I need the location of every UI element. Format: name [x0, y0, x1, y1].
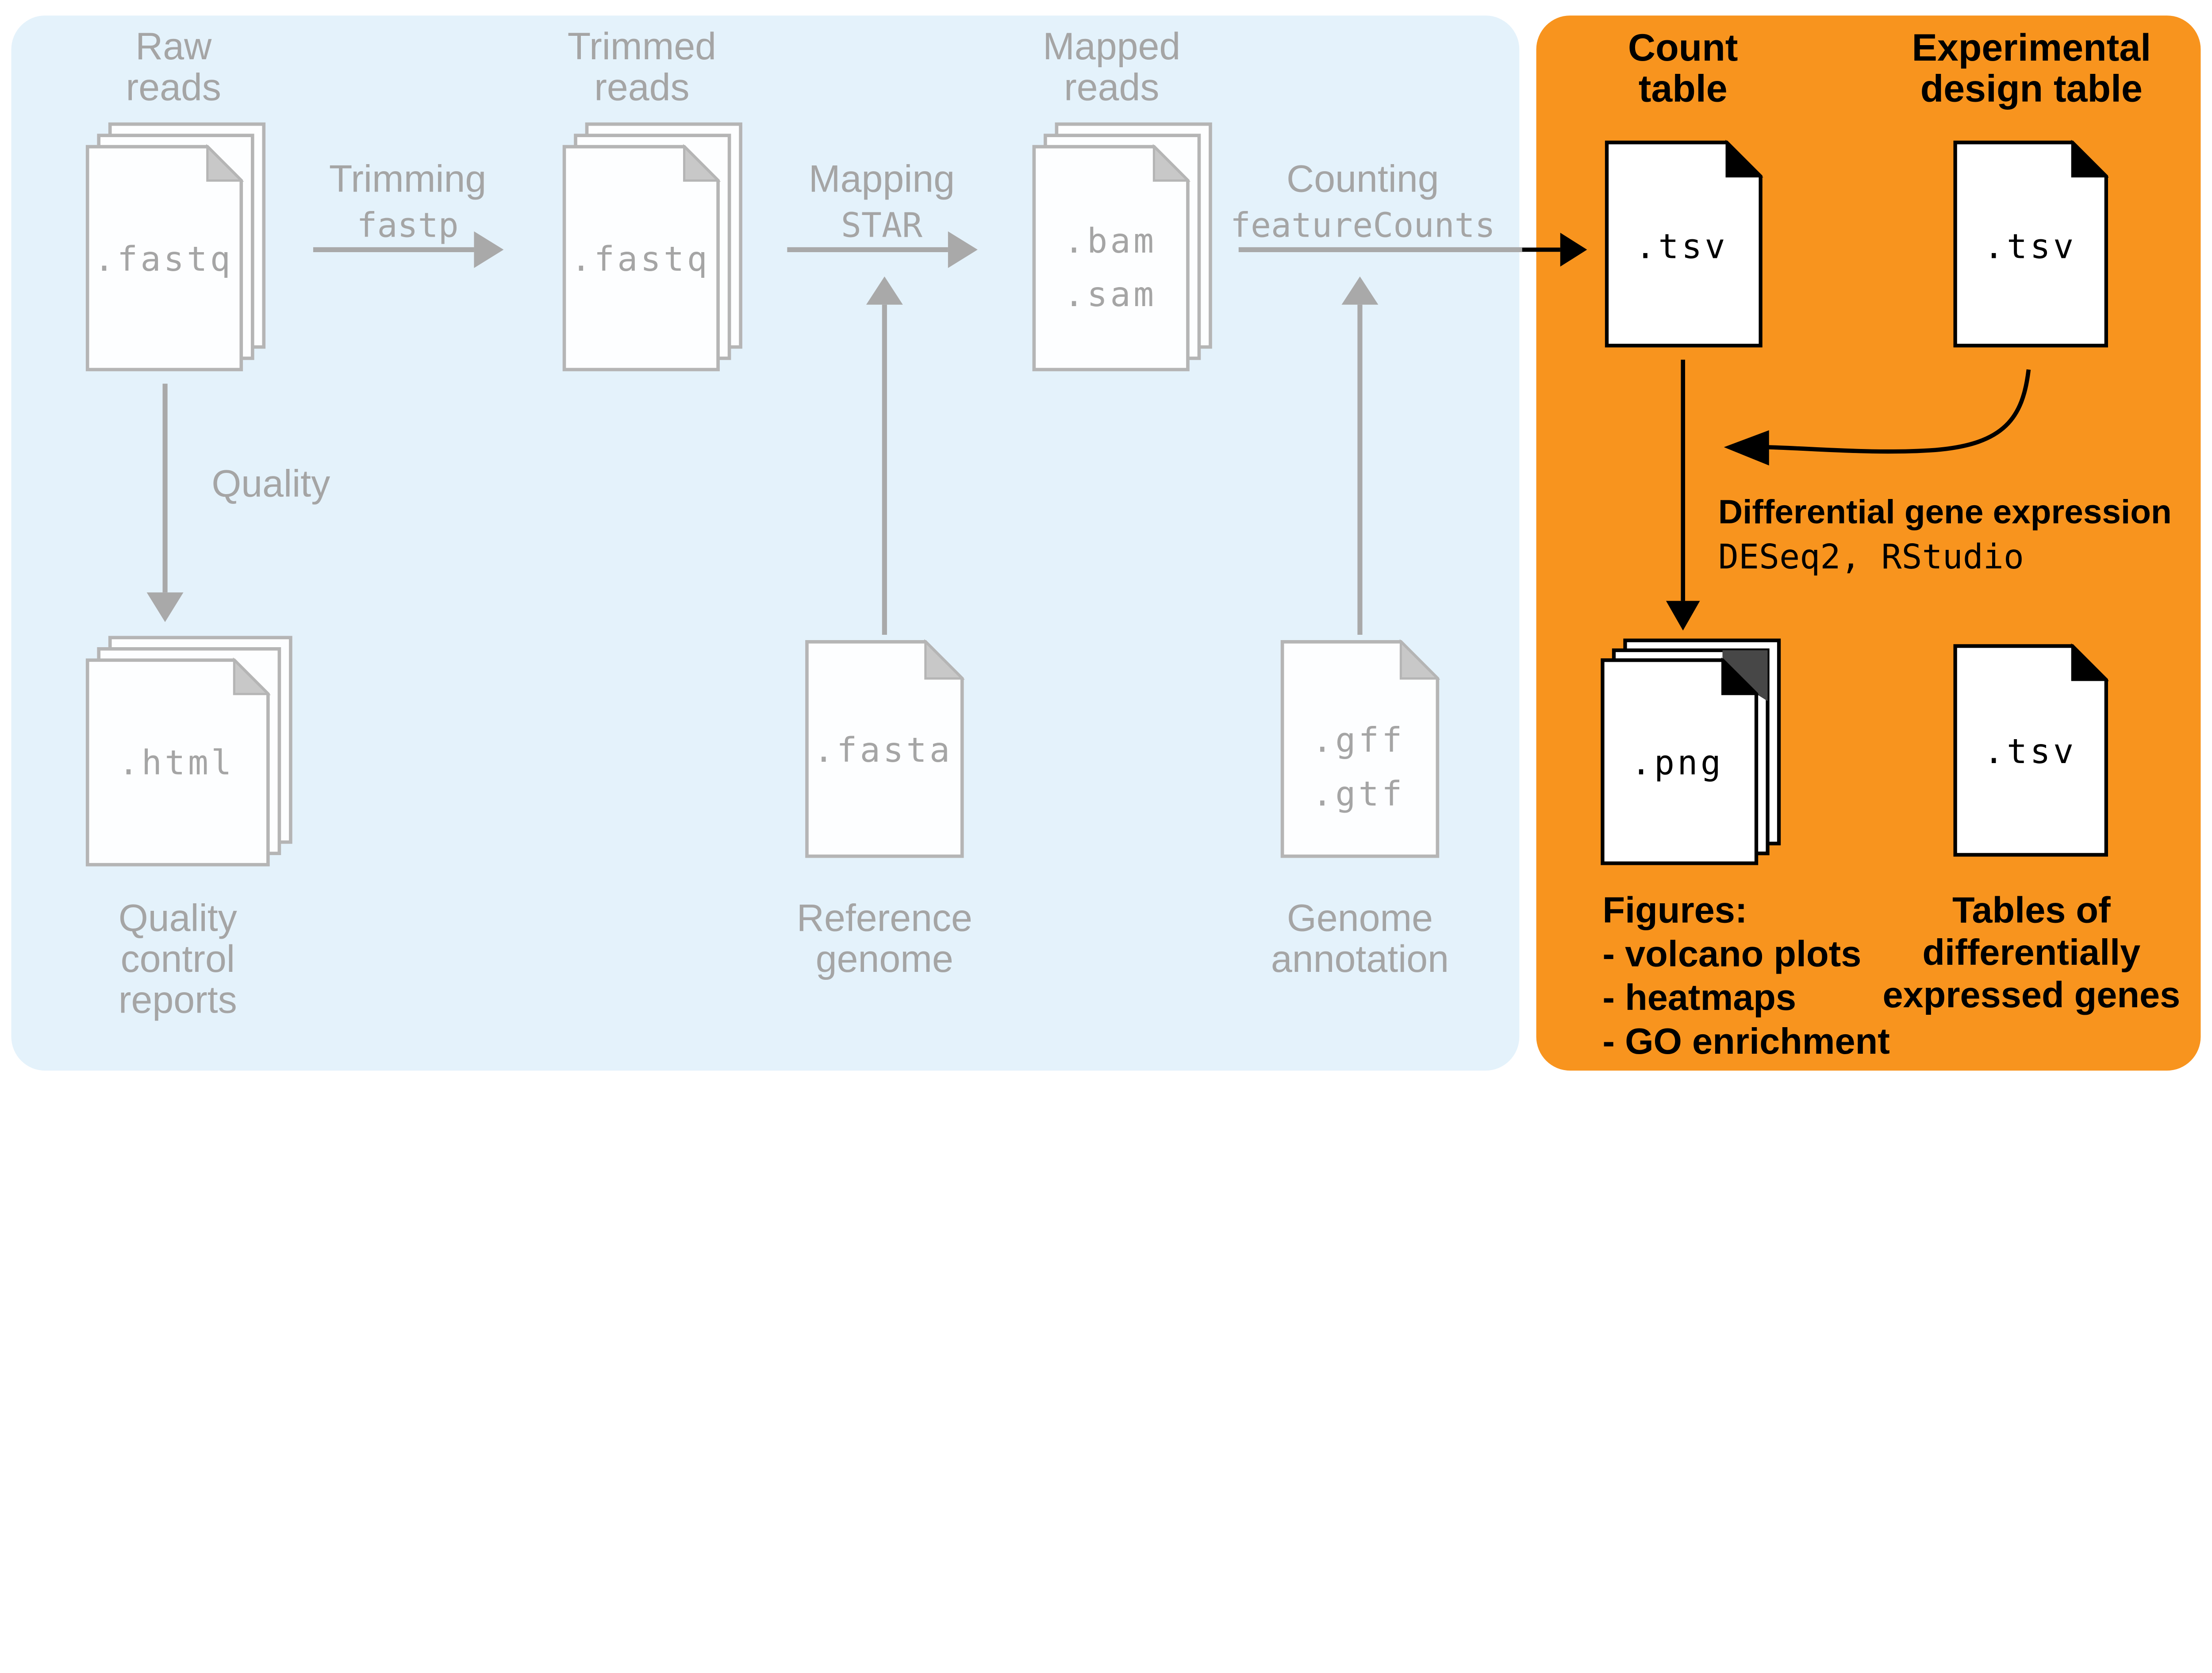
count-table-label-line1: Count — [1628, 27, 1738, 69]
design-table-curved-arrow-icon — [1724, 369, 2031, 466]
fastq-file-stack-icon — [85, 122, 266, 372]
bam-sam-file-stack-icon — [1032, 122, 1212, 372]
mapped-reads-ext2: .sam — [1064, 275, 1157, 315]
reference-genome-ext: .fasta — [814, 731, 953, 770]
raw-reads-label-line2: reads — [126, 66, 221, 108]
dge-tools-label: DESeq2, RStudio — [1718, 537, 2024, 577]
figures-item-2: - heatmaps — [1602, 977, 1796, 1018]
figures-node: .png Figures: - volcano plots - heatmaps… — [1601, 638, 1890, 1062]
reference-genome-arrow-icon — [866, 276, 903, 635]
genome-annotation-node: .gff .gtf Genome annotation — [1271, 276, 1449, 980]
tsv-file-icon — [1953, 643, 2109, 857]
rnaseq-workflow-diagram: Raw reads .fastq Trimming fastp Trimmed … — [11, 15, 2201, 1071]
qc-reports-node: .html Quality control reports — [85, 636, 292, 1021]
count-table-down-arrow-icon — [1666, 360, 1700, 631]
fastq-file-stack-icon — [562, 122, 742, 372]
deg-tables-node: .tsv Tables of differentially expressed … — [1882, 643, 2180, 1015]
dge-step-label: Differential gene expression — [1718, 493, 2172, 531]
figures-ext: .png — [1631, 744, 1724, 783]
gff-gtf-file-icon — [1280, 639, 1440, 858]
quality-step: Quality — [146, 384, 330, 622]
trimming-tool-label: fastp — [357, 206, 458, 246]
trimming-step: Trimming fastp — [313, 158, 504, 268]
png-stack-shadow — [1722, 650, 1768, 701]
raw-reads-label-line1: Raw — [135, 25, 212, 68]
fasta-file-icon — [805, 639, 965, 858]
mapped-reads-ext1: .bam — [1064, 222, 1157, 261]
design-table-ext: .tsv — [1984, 227, 2077, 267]
count-table-node: Count table .tsv — [1605, 27, 1763, 348]
mapped-reads-label-line2: reads — [1064, 66, 1159, 108]
genome-annotation-label-line2: annotation — [1271, 938, 1449, 980]
deg-tables-label-line2: differentially — [1922, 932, 2140, 973]
quality-step-label: Quality — [211, 462, 330, 505]
deg-tables-label-line3: expressed genes — [1882, 974, 2180, 1015]
genome-annotation-arrow-icon — [1341, 276, 1379, 635]
counting-step-label: Counting — [1286, 158, 1439, 200]
raw-reads-ext: .fastq — [94, 240, 234, 279]
reference-genome-label-line1: Reference — [797, 897, 972, 940]
deg-tables-label-line1: Tables of — [1952, 889, 2111, 930]
figures-item-1: - volcano plots — [1602, 933, 1861, 974]
qc-reports-label-line3: reports — [119, 979, 237, 1021]
trimmed-reads-label-line2: reads — [594, 66, 689, 108]
design-table-label-line2: design table — [1920, 68, 2143, 110]
mapped-reads-label-line1: Mapped — [1043, 25, 1180, 68]
qc-reports-ext: .html — [118, 744, 234, 783]
qc-reports-label-line1: Quality — [119, 897, 237, 940]
figures-item-3: - GO enrichment — [1602, 1021, 1889, 1062]
raw-reads-node: Raw reads .fastq — [85, 25, 266, 372]
mapping-arrow-icon — [787, 231, 978, 268]
count-table-label-line2: table — [1639, 68, 1728, 110]
dge-step: Differential gene expression DESeq2, RSt… — [1666, 360, 2172, 631]
count-table-ext: .tsv — [1635, 227, 1728, 267]
counting-step: Counting featureCounts — [1230, 158, 1587, 267]
html-file-stack-icon — [85, 636, 292, 867]
figures-heading: Figures: — [1602, 889, 1747, 930]
trimmed-reads-node: Trimmed reads .fastq — [562, 25, 742, 372]
genome-annotation-ext2: .gtf — [1312, 775, 1405, 814]
trimmed-reads-ext: .fastq — [571, 240, 710, 279]
trimming-step-label: Trimming — [329, 158, 486, 200]
tsv-file-icon — [1953, 139, 2109, 348]
reference-genome-node: .fasta Reference genome — [797, 276, 972, 980]
mapping-tool-label: STAR — [841, 206, 923, 246]
quality-arrow-icon — [146, 384, 184, 622]
deg-tables-ext: .tsv — [1984, 732, 2077, 771]
png-file-stack-icon — [1601, 638, 1781, 865]
mapping-step-label: Mapping — [809, 158, 955, 200]
counting-arrow-icon — [1238, 233, 1587, 267]
trimming-arrow-icon — [313, 231, 504, 268]
trimmed-reads-label-line1: Trimmed — [568, 25, 716, 68]
reference-genome-label-line2: genome — [816, 938, 953, 980]
tsv-file-icon — [1605, 139, 1763, 348]
counting-tool-label: featureCounts — [1230, 206, 1495, 246]
genome-annotation-ext1: .gff — [1312, 721, 1405, 760]
genome-annotation-label-line1: Genome — [1287, 897, 1433, 940]
design-table-label-line1: Experimental — [1912, 27, 2151, 69]
design-table-node: Experimental design table .tsv — [1912, 27, 2151, 348]
mapping-step: Mapping STAR — [787, 158, 978, 268]
mapped-reads-node: Mapped reads .bam .sam — [1032, 25, 1212, 372]
qc-reports-label-line2: control — [121, 938, 235, 980]
